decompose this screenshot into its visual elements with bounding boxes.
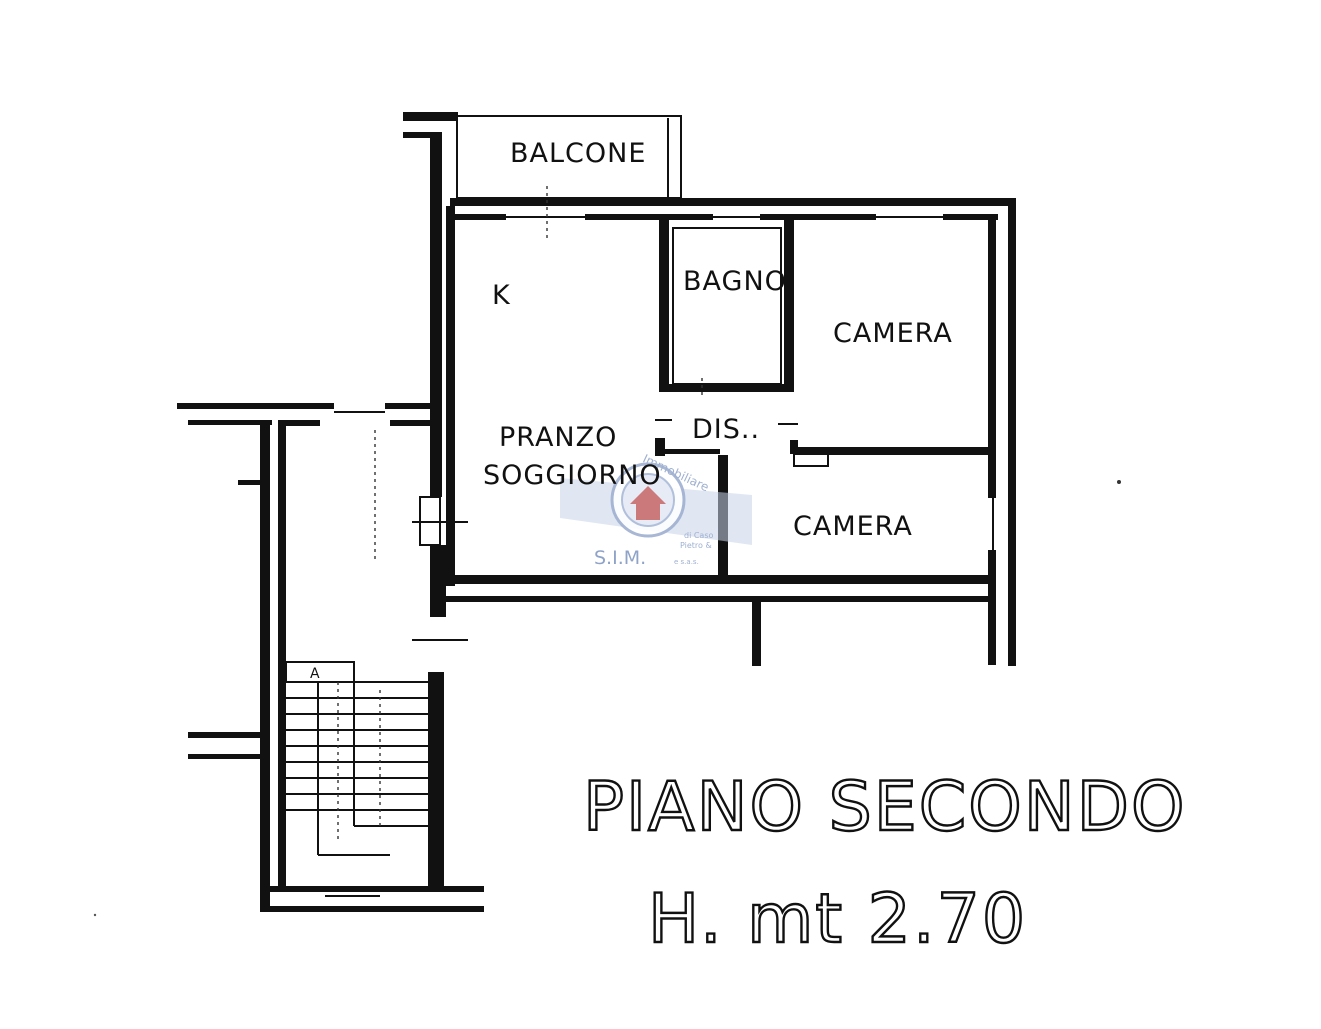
room-label-hallway: DIS..: [692, 414, 760, 445]
room-label-bedroom-1: CAMERA: [833, 318, 953, 349]
room-labels: BALCONE K BAGNO CAMERA PRANZO SOGGIORNO …: [310, 138, 953, 682]
speck: [1117, 480, 1121, 484]
room-label-bathroom: BAGNO: [683, 266, 787, 297]
speck: [93, 913, 97, 917]
room-label-stair: A: [310, 666, 321, 682]
watermark-detail-2: Pietro &: [680, 541, 712, 550]
apartment-walls: [403, 112, 1016, 666]
room-label-living-2: SOGGIORNO: [483, 460, 662, 491]
watermark-text: S.I.M.: [594, 547, 646, 569]
watermark: Immobiliare S.I.M. e s.a.s. di Caso Piet…: [560, 452, 752, 569]
room-label-bedroom-2: CAMERA: [793, 511, 913, 542]
floor-title-text: PIANO SECONDO: [583, 768, 1186, 847]
room-label-living: PRANZO: [499, 422, 617, 453]
stairwell: [177, 403, 484, 912]
stair-steps: [286, 681, 428, 856]
floor-title: PIANO SECONDO H. mt 2.70: [582, 767, 1186, 960]
room-label-balcony: BALCONE: [510, 138, 646, 169]
floor-height-text: H. mt 2.70: [648, 880, 1027, 959]
watermark-suffix: e s.a.s.: [674, 558, 699, 566]
watermark-detail-1: di Caso: [684, 531, 714, 540]
room-label-kitchen: K: [492, 280, 511, 311]
